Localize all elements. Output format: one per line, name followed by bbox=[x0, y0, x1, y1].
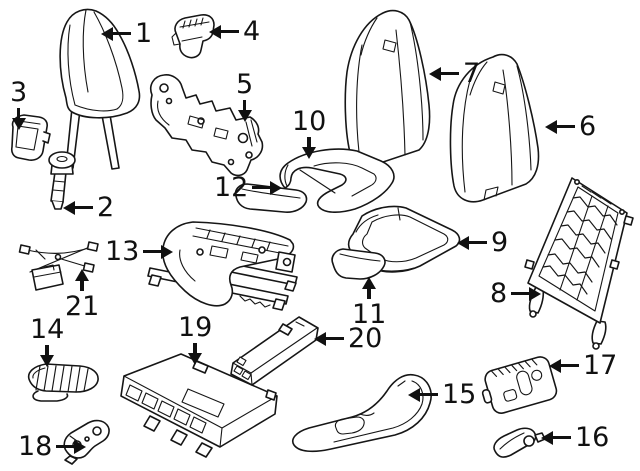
part-8-seat-back-frame bbox=[524, 177, 634, 350]
callout-support-bracket: 5 bbox=[236, 71, 253, 122]
callout-arrow-right-icon bbox=[56, 439, 87, 454]
callout-arrow-down-icon bbox=[11, 108, 26, 130]
callout-headrest-guide-sleeve: 3 bbox=[10, 79, 27, 130]
callout-label: 10 bbox=[292, 106, 327, 137]
callout-label: 16 bbox=[575, 422, 610, 453]
callout-arrow-left-icon bbox=[209, 24, 239, 39]
callout-label: 1 bbox=[135, 18, 153, 49]
callout-arrow-left-icon bbox=[63, 200, 93, 215]
callout-label: 21 bbox=[65, 291, 100, 322]
part-7-seat-back-pad bbox=[344, 9, 431, 166]
callout-label: 2 bbox=[97, 192, 115, 223]
callout-seat-back-frame: 8 bbox=[490, 278, 542, 309]
part-4-bracket-cover bbox=[171, 14, 215, 59]
callout-wiring-harness: 21 bbox=[65, 269, 99, 320]
callout-arrow-up-icon bbox=[362, 277, 377, 299]
callout-arrow-right-icon bbox=[511, 286, 542, 301]
callout-label: 13 bbox=[105, 236, 140, 267]
callout-arrow-left-icon bbox=[457, 235, 487, 250]
part-1-headrest bbox=[59, 8, 141, 170]
callout-seat-frame-assembly: 13 bbox=[105, 236, 174, 267]
callout-label: 3 bbox=[10, 77, 28, 108]
callout-arrow-down-icon bbox=[302, 137, 317, 159]
part-19-seat-module-large bbox=[120, 353, 278, 458]
callout-label: 12 bbox=[214, 172, 249, 203]
callout-mounting-bracket: 18 bbox=[18, 431, 87, 462]
callout-label: 7 bbox=[463, 58, 481, 89]
callout-seat-switch: 17 bbox=[549, 352, 617, 379]
callout-arrow-down-icon bbox=[188, 343, 203, 365]
callout-label: 18 bbox=[18, 431, 53, 462]
part-14-trim-grille bbox=[27, 363, 99, 402]
callout-cushion-surround-pad: 10 bbox=[292, 108, 326, 159]
callout-headrest-guide-post: 2 bbox=[63, 194, 114, 221]
part-6-seat-back-cover bbox=[449, 53, 540, 203]
callout-label: 6 bbox=[579, 111, 597, 142]
part-5-support-bracket bbox=[149, 74, 264, 177]
part-13-seat-frame-assembly bbox=[147, 221, 298, 311]
callout-arrow-left-icon bbox=[314, 331, 344, 346]
callout-label: 9 bbox=[491, 227, 509, 258]
part-11-bolster-pad-right bbox=[331, 248, 386, 280]
part-20-seat-module-small bbox=[230, 316, 319, 386]
callout-label: 15 bbox=[442, 379, 477, 410]
part-15-side-trim-panel bbox=[292, 373, 432, 453]
callout-label: 8 bbox=[490, 278, 508, 309]
part-21-wiring-harness bbox=[18, 241, 99, 291]
callout-bracket-cover: 4 bbox=[209, 18, 260, 45]
callout-bolster-pad-right: 11 bbox=[352, 277, 386, 328]
callout-label: 17 bbox=[583, 350, 618, 381]
callout-seat-module-small: 20 bbox=[314, 325, 382, 352]
callout-label: 5 bbox=[236, 69, 254, 100]
callout-arrow-down-icon bbox=[40, 345, 55, 367]
callout-seat-back-pad: 7 bbox=[429, 60, 480, 87]
callout-arrow-left-icon bbox=[549, 358, 579, 373]
callout-arrow-left-icon bbox=[545, 119, 575, 134]
callout-trim-grille: 14 bbox=[30, 316, 64, 367]
callout-label: 14 bbox=[30, 314, 65, 345]
callout-arrow-up-icon bbox=[75, 269, 90, 291]
part-10-cushion-surround-pad bbox=[279, 148, 395, 213]
callout-arrow-down-icon bbox=[237, 100, 252, 122]
callout-side-trim-panel: 15 bbox=[408, 381, 476, 408]
callout-headrest: 1 bbox=[101, 20, 152, 47]
callout-arrow-left-icon bbox=[541, 430, 571, 445]
callout-seat-cushion-pad: 9 bbox=[457, 229, 508, 256]
part-17-seat-switch bbox=[481, 356, 558, 414]
callout-arrow-left-icon bbox=[408, 387, 438, 402]
callout-seat-back-cover: 6 bbox=[545, 113, 596, 140]
callout-seat-module-large: 19 bbox=[178, 314, 212, 365]
callout-release-handle: 16 bbox=[541, 424, 609, 451]
callout-arrow-left-icon bbox=[101, 26, 131, 41]
callout-label: 11 bbox=[352, 299, 387, 330]
callout-arrow-right-icon bbox=[252, 180, 283, 195]
callout-label: 19 bbox=[178, 312, 213, 343]
callout-arrow-right-icon bbox=[143, 244, 174, 259]
callout-label: 20 bbox=[348, 323, 383, 354]
callout-bolster-pad-left: 12 bbox=[214, 172, 283, 203]
callout-arrow-left-icon bbox=[429, 66, 459, 81]
callout-label: 4 bbox=[243, 16, 261, 47]
